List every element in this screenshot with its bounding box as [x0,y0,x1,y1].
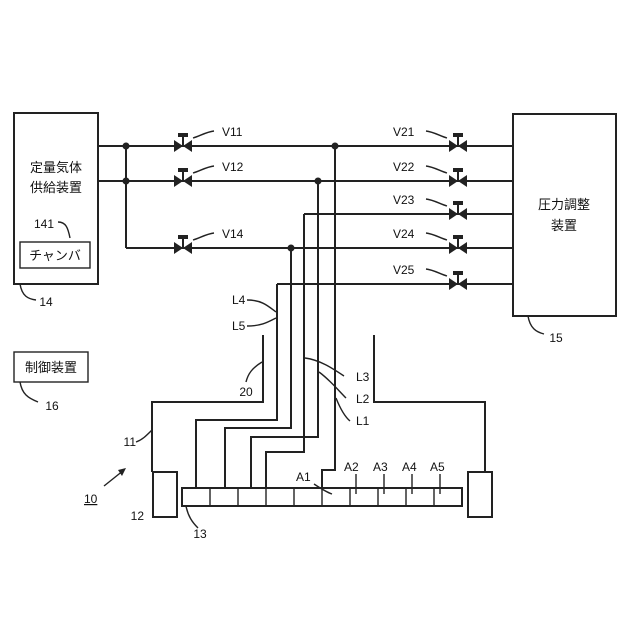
support-12-left [153,472,177,517]
valve-v12-icon [174,168,192,187]
valve-leader [193,131,214,138]
junction-dot [123,178,130,185]
valve-v11-icon [174,133,192,152]
control-device-label: 制御装置 [25,360,77,375]
junction-dot [123,143,130,150]
gas-lines [196,146,335,488]
line-leader [247,318,276,326]
vessel-ref-leader [136,430,152,442]
valve-leader [193,166,214,173]
support-ref: 12 [131,509,145,523]
supply-device-label-1: 定量気体 [30,160,82,175]
valve-leader [193,233,214,240]
pipe-20-ref: 20 [239,385,253,399]
substrate-ref-leader [186,506,198,528]
valve-leader [426,269,447,276]
area-a4-label: A4 [402,460,417,474]
line-leader [319,372,346,398]
line-l3-label: L3 [356,370,370,384]
valve-leader [426,233,447,240]
valve-v24-label: V24 [393,227,415,241]
area-a1-label: A1 [296,470,311,484]
chamber-ref: 141 [34,217,54,231]
valve-v23-label: V23 [393,193,415,207]
control-ref: 16 [45,399,59,413]
pressure-device-label-2: 装置 [551,218,577,233]
valve-v25-icon [449,271,467,290]
supply-ref-leader [20,284,36,300]
area-a5-label: A5 [430,460,445,474]
line-leader [305,358,344,376]
pressure-ref-leader [528,316,544,334]
valve-v21-icon [449,133,467,152]
apparatus-ref: 10 [84,492,98,506]
support-12-right [468,472,492,517]
valve-v11-label: V11 [222,125,243,139]
line-l2-label: L2 [356,392,370,406]
supply-ref: 14 [39,295,53,309]
valve-leader [426,131,447,138]
valve-leader [426,166,447,173]
substrate-ref: 13 [193,527,207,541]
valve-v12-label: V12 [222,160,244,174]
line-leader [336,398,350,421]
vessel-ref: 11 [124,435,137,449]
ref20-leader [246,362,262,382]
pressure-device-box [513,114,616,316]
valve-leader [426,199,447,206]
line-leader [247,300,276,312]
vessel-11-right [374,335,485,472]
chamber-leader [58,222,70,238]
valve-v22-label: V22 [393,160,415,174]
valve-v21-label: V21 [393,125,415,139]
pressure-ref: 15 [549,331,563,345]
valve-v23-icon [449,201,467,220]
line-l4-label: L4 [232,293,246,307]
area-a2-label: A2 [344,460,359,474]
arrowhead-icon [118,468,126,476]
valve-v22-icon [449,168,467,187]
supply-device-label-2: 供給装置 [30,180,82,195]
valve-v25-label: V25 [393,263,415,277]
valve-v14-icon [174,235,192,254]
line-l1-label: L1 [356,414,370,428]
control-ref-leader [20,382,38,402]
substrate-13 [182,488,462,506]
pressure-device-label-1: 圧力調整 [538,197,590,212]
valve-v24-icon [449,235,467,254]
area-a3-label: A3 [373,460,388,474]
vessel-11 [152,335,263,472]
line-l5-label: L5 [232,319,246,333]
chamber-label: チャンバ [29,248,81,263]
valve-v14-label: V14 [222,227,244,241]
